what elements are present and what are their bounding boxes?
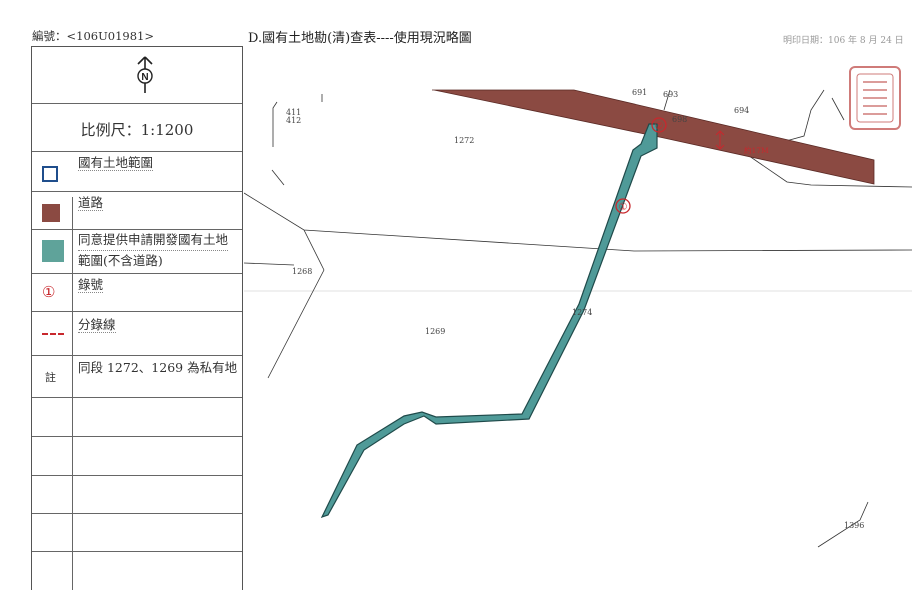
- marker-2-ring: [651, 117, 667, 133]
- document-id: 編號：<106U01981>: [32, 29, 154, 43]
- legend-empty-row: [32, 475, 242, 514]
- parcel-1272: 1272: [454, 136, 474, 145]
- parcel-1274: 1274: [572, 308, 592, 317]
- parcel-labels: 411 412 1272 1268 1269 1274 691 693 694 …: [286, 88, 864, 530]
- legend-label-record: 錄號: [78, 277, 104, 293]
- parcel-698: 698: [672, 115, 687, 124]
- width-dimension: [715, 130, 725, 150]
- legend-row-note: 註 同段 1272、1269 為私有地: [32, 355, 242, 398]
- print-date: 明印日期：106 年 8 月 24 日: [783, 36, 904, 46]
- legend-panel: N 比例尺：1:1200 國有土地範圍 道路 同意提供申請開發國有土地 範圍(不…: [31, 46, 243, 590]
- blue-square-icon: [42, 166, 58, 182]
- legend-label-note: 同段 1272、1269 為私有地: [78, 360, 238, 375]
- legend-empty-row: [32, 397, 242, 437]
- circled-one-icon: ①: [42, 283, 56, 301]
- parcel-691: 691: [632, 88, 647, 97]
- scale-label: 比例尺：1:1200: [80, 121, 194, 139]
- legend-empty-row: [32, 513, 242, 552]
- parcel-1269: 1269: [425, 327, 445, 336]
- red-dashed-line-icon: [42, 333, 64, 335]
- parcel-693: 693: [663, 90, 678, 99]
- north-arrow-cell: N: [32, 47, 242, 104]
- legend-empty-row: [32, 436, 242, 476]
- legend-label-approved: 同意提供申請開發國有土地 範圍(不含道路): [78, 232, 229, 268]
- legend-label-road: 道路: [78, 195, 104, 211]
- legend-label-land: 國有土地範圍: [78, 155, 154, 171]
- svg-text:N: N: [141, 72, 148, 83]
- cadastral-map: ② ① 約17M 411 412 1272 1268 1269 1274 691…: [244, 66, 912, 548]
- marker-2: ②: [655, 121, 664, 132]
- legend-label-split: 分錄線: [78, 317, 116, 333]
- legend-row-road: 道路: [32, 191, 242, 230]
- scale-cell: 比例尺：1:1200: [32, 103, 242, 152]
- north-arrow-icon: N: [137, 56, 153, 93]
- parcel-411: 411: [286, 108, 301, 117]
- teal-square-icon: [42, 240, 64, 262]
- legend-row-split: 分錄線: [32, 311, 242, 356]
- page-title: D.國有土地勘(清)查表----使用現況略圖: [248, 31, 472, 46]
- legend-row-land: 國有土地範圍: [32, 151, 242, 192]
- brown-square-icon: [42, 204, 60, 222]
- road-band: [432, 89, 875, 185]
- legend-row-record: ① 錄號: [32, 273, 242, 312]
- parcel-694: 694: [734, 106, 749, 115]
- road-width-label: 約17M: [744, 145, 769, 155]
- legend-column-divider: [72, 197, 73, 590]
- official-stamp: [849, 66, 901, 130]
- parcel-1396: 1396: [844, 521, 864, 530]
- note-glyph: 註: [45, 371, 56, 384]
- parcel-boundaries: [244, 89, 912, 548]
- parcel-412: 412: [286, 116, 301, 125]
- approved-corridor: [320, 123, 658, 519]
- marker-1-ring: [615, 198, 631, 214]
- parcel-1268: 1268: [292, 267, 312, 276]
- marker-1: ①: [619, 202, 628, 213]
- legend-row-approved: 同意提供申請開發國有土地 範圍(不含道路): [32, 229, 242, 274]
